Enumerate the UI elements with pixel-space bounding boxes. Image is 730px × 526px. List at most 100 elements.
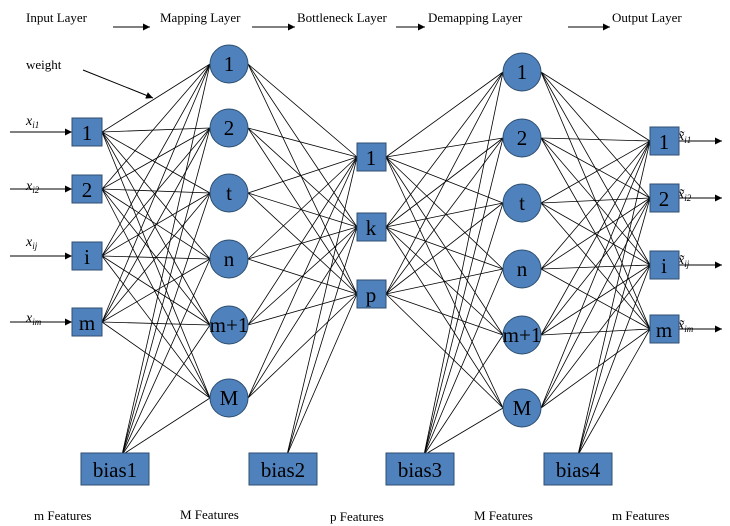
demapping-node-1-circle — [502, 52, 542, 92]
edge-32 — [247, 192, 358, 295]
edge-9 — [101, 188, 211, 260]
feature-label-input: m Features — [34, 508, 91, 523]
edge-82 — [540, 264, 651, 409]
bias-edge-88 — [121, 324, 211, 456]
bottleneck-node-3-label: p — [366, 283, 377, 307]
input-node-2-label: 2 — [82, 178, 93, 202]
bottleneck-node-1-label: 1 — [366, 146, 377, 170]
edge-66 — [540, 137, 651, 266]
edge-28 — [247, 127, 358, 228]
output-var-3-sub: ij — [684, 259, 690, 269]
bias-edge-85 — [121, 127, 211, 456]
layer-title-mapping: Mapping Layer — [160, 10, 241, 25]
edge-3 — [101, 131, 211, 260]
edge-64 — [540, 137, 651, 142]
output-node-4-box — [649, 314, 680, 344]
bias-edge-92 — [286, 293, 358, 456]
edge-19 — [101, 127, 211, 323]
output-var-2-base: x̃ — [677, 187, 685, 202]
edge-42 — [385, 71, 504, 158]
output-node-3-box — [649, 250, 680, 280]
weight-arrow-115 — [82, 69, 154, 99]
bias-edge-84 — [121, 63, 211, 456]
input-node-4-box — [71, 307, 103, 337]
mapping-node-3-circle — [209, 173, 249, 213]
bias-edge-102 — [577, 328, 651, 456]
edge-8 — [101, 188, 211, 194]
demapping-node-4-label: n — [517, 257, 528, 281]
edge-69 — [540, 197, 651, 204]
edge-20 — [101, 192, 211, 323]
edge-6 — [101, 63, 211, 190]
edge-77 — [540, 197, 651, 336]
edge-40 — [247, 226, 358, 399]
edge-65 — [540, 137, 651, 199]
input-var-3-base: x — [25, 235, 33, 250]
edge-37 — [247, 226, 358, 326]
demapping-node-1-label: 1 — [517, 60, 528, 84]
edge-68 — [540, 140, 651, 204]
edge-59 — [385, 293, 504, 409]
edge-53 — [385, 226, 504, 409]
output-node-1-box — [649, 126, 680, 156]
output-var-4: x̃im — [677, 318, 694, 334]
bias2-label: bias2 — [261, 458, 305, 482]
bottleneck-node-1-box — [356, 142, 387, 172]
mapping-node-4-label: n — [224, 247, 235, 271]
edge-78 — [540, 264, 651, 336]
demapping-node-2-label: 2 — [517, 126, 528, 150]
bias-edge-99 — [577, 140, 651, 456]
edge-56 — [385, 202, 504, 295]
input-var-2: xi2 — [25, 179, 40, 195]
bias-edge-95 — [423, 202, 504, 456]
bias3-box — [385, 452, 455, 486]
feature-label-output: m Features — [612, 508, 669, 523]
mapping-node-1-label: 1 — [224, 52, 235, 76]
edge-38 — [247, 293, 358, 326]
demapping-node-5-circle — [502, 315, 542, 355]
input-var-3: xij — [25, 235, 38, 251]
edge-57 — [385, 268, 504, 295]
edge-80 — [540, 140, 651, 409]
bias-edge-101 — [577, 264, 651, 456]
edge-79 — [540, 328, 651, 336]
edge-83 — [540, 328, 651, 409]
bottleneck-node-2-box — [356, 212, 387, 242]
mapping-node-6-label: M — [220, 386, 239, 410]
bias1-label: bias1 — [93, 458, 137, 482]
input-node-2-box — [71, 174, 103, 204]
bias-edge-87 — [121, 258, 211, 456]
layer-title-input: Input Layer — [26, 10, 88, 25]
bias4-label: bias4 — [556, 458, 601, 482]
input-node-4-label: m — [79, 311, 95, 335]
output-node-3-label: i — [661, 254, 667, 278]
output-layer: 1 2 i m — [649, 126, 680, 344]
edge-17 — [101, 255, 211, 399]
input-var-4-sub: im — [32, 317, 42, 327]
edge-47 — [385, 156, 504, 409]
layer-title-output: Output Layer — [612, 10, 682, 25]
mapping-node-2-circle — [209, 108, 249, 148]
mapping-node-4-circle — [209, 239, 249, 279]
output-node-2-label: 2 — [659, 187, 670, 211]
demapping-node-2-circle — [502, 118, 542, 158]
edge-29 — [247, 127, 358, 295]
edge-12 — [101, 63, 211, 257]
edge-27 — [247, 127, 358, 158]
edge-48 — [385, 71, 504, 228]
bottleneck-node-3-box — [356, 279, 387, 309]
output-var-4-sub: im — [684, 324, 694, 334]
mapping-node-5-circle — [209, 305, 249, 345]
edge-4 — [101, 131, 211, 326]
edge-62 — [540, 71, 651, 266]
feature-label-mapping: M Features — [180, 507, 239, 522]
edge-26 — [247, 63, 358, 295]
edge-44 — [385, 156, 504, 204]
bias-edge-89 — [121, 397, 211, 456]
mapping-layer: 1 2 t n m+1 M — [209, 44, 249, 418]
bias-edge-94 — [423, 137, 504, 456]
edge-54 — [385, 71, 504, 295]
edge-5 — [101, 131, 211, 399]
input-node-1-label: 1 — [82, 121, 93, 145]
bias-edge-97 — [423, 334, 504, 456]
